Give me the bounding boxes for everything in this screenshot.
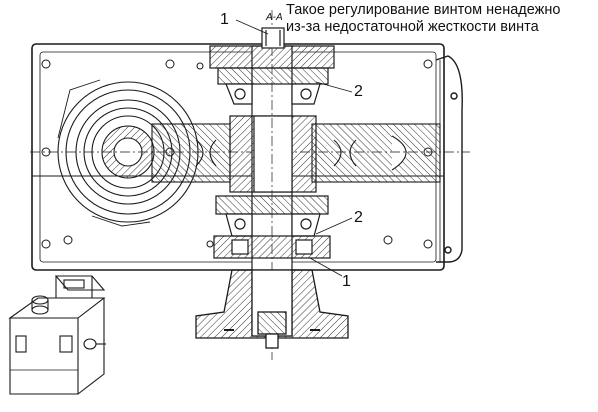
pedestal xyxy=(195,269,349,349)
callout-top-screw: 1 xyxy=(220,11,229,28)
lower-bearing-assembly xyxy=(213,195,331,259)
section-mark: A-A xyxy=(265,12,283,23)
isometric-sketch xyxy=(8,275,106,395)
annotation: Такое регулирование винтом ненадежно из-… xyxy=(286,2,560,36)
callout-upper-bearing: 2 xyxy=(354,83,363,100)
upper-bearing-assembly xyxy=(209,27,335,105)
callout-lower-screw: 1 xyxy=(342,273,351,290)
leader-lines xyxy=(235,19,353,277)
annotation-line-2: из-за недостаточной жесткости винта xyxy=(286,19,539,35)
callout-lower-bearing: 2 xyxy=(354,209,363,226)
annotation-line-1: Такое регулирование винтом ненадежно xyxy=(286,2,561,18)
worm-shaft xyxy=(30,123,470,183)
